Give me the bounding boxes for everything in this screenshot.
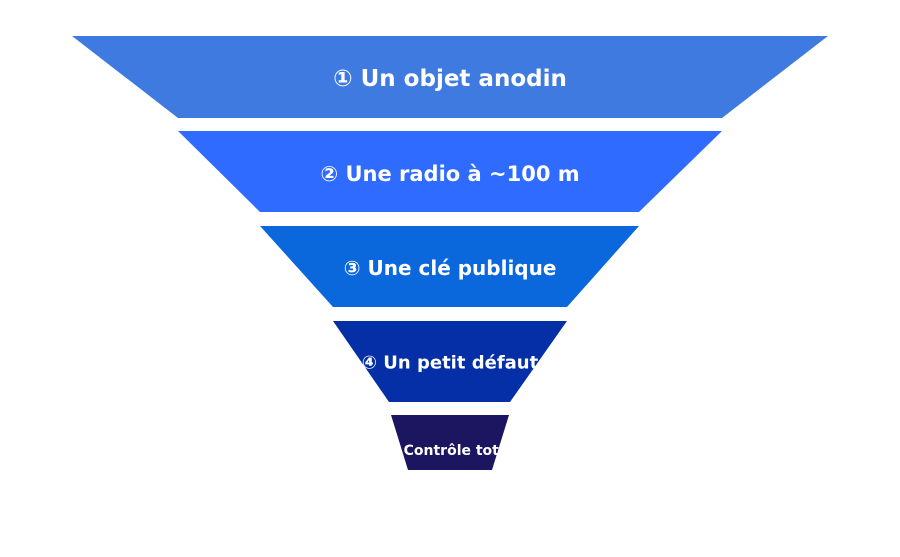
funnel-stage-3: ③ Une clé publique bbox=[260, 226, 639, 307]
stage-1-segment bbox=[72, 36, 828, 118]
funnel-stage-2: ② Une radio à ~100 m bbox=[178, 131, 722, 212]
stage-3-segment bbox=[260, 226, 639, 307]
stage-2-label: ② Une radio à ~100 m bbox=[320, 162, 579, 186]
stage-2-segment bbox=[178, 131, 722, 212]
stage-4-label: ④ Un petit défaut bbox=[362, 353, 539, 374]
stage-3-label: ③ Une clé publique bbox=[344, 256, 557, 280]
funnel-stage-5: ⑤ Contrôle total bbox=[387, 415, 513, 470]
funnel-stage-1: ① Un objet anodin bbox=[72, 36, 828, 118]
stage-1-label: ① Un objet anodin bbox=[333, 66, 567, 92]
funnel-stage-4: ④ Un petit défaut bbox=[333, 321, 567, 402]
stage-5-label: ⑤ Contrôle total bbox=[387, 443, 513, 459]
stage-5-segment bbox=[391, 415, 509, 470]
stage-4-segment bbox=[333, 321, 567, 402]
